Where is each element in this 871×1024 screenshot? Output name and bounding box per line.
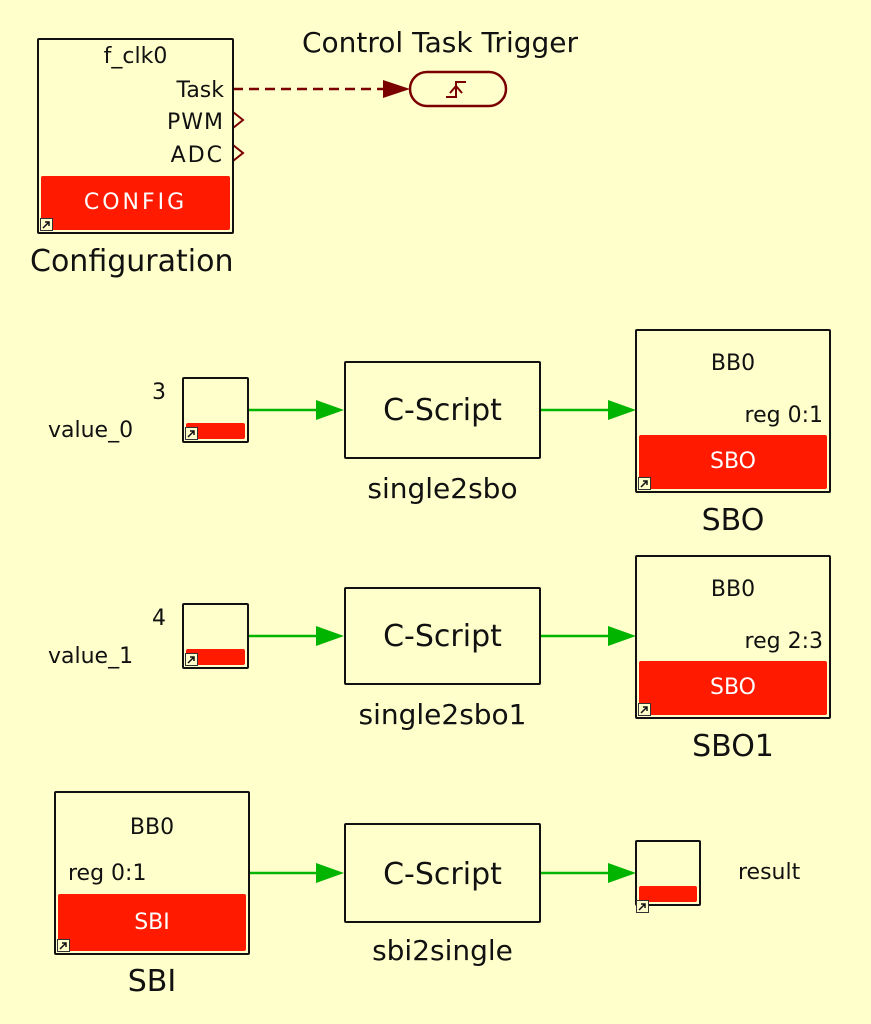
script-type: C-Script: [383, 857, 502, 892]
arrowhead: [316, 863, 344, 883]
sbo1-name: SBO1: [692, 729, 774, 764]
pwm-port-icon: [232, 111, 245, 129]
reg-label: reg 0:1: [744, 403, 823, 428]
single2sbo-name: single2sbo: [367, 472, 518, 505]
single2sbo-script-block[interactable]: C-Script: [344, 361, 541, 459]
sbo1-block[interactable]: BB0 reg 2:3 SBO: [635, 555, 831, 719]
link-icon: [638, 703, 651, 716]
value0-source-block[interactable]: [182, 377, 249, 443]
value-bar: [639, 886, 697, 902]
result-name: result: [738, 860, 801, 885]
link-icon: [636, 900, 649, 913]
link-icon: [185, 653, 198, 666]
port-task: Task: [176, 78, 224, 103]
sbi-type-bar: SBI: [58, 894, 246, 951]
arrowhead: [316, 626, 344, 646]
adc-port-icon: [232, 144, 245, 162]
rising-edge-icon: [446, 81, 466, 98]
link-icon: [638, 477, 651, 490]
arrowhead: [608, 626, 636, 646]
sbi-block[interactable]: BB0 reg 0:1 SBI: [54, 791, 250, 955]
trigger-arrowhead: [383, 80, 410, 98]
bus-label: BB0: [710, 577, 756, 602]
port-adc: ADC: [170, 143, 224, 168]
sbo-type-bar: SBO: [639, 435, 827, 489]
reg-label: reg 0:1: [68, 861, 147, 886]
script-type: C-Script: [383, 619, 502, 654]
single2sbo1-name: single2sbo1: [358, 698, 527, 731]
config-block[interactable]: f_clk0 Task PWM ADC CONFIG: [37, 38, 234, 234]
config-type-bar: CONFIG: [41, 176, 230, 230]
value-bar: [186, 423, 245, 439]
port-pwm: PWM: [166, 110, 224, 135]
sbi-name: SBI: [127, 964, 177, 999]
link-icon: [40, 218, 53, 231]
trigger-label: Control Task Trigger: [302, 26, 579, 59]
value1-source-block[interactable]: [182, 603, 249, 669]
arrowhead: [608, 863, 636, 883]
link-icon: [57, 939, 70, 952]
config-name: Configuration: [30, 244, 234, 279]
reg-label: reg 2:3: [744, 629, 823, 654]
sbi2single-script-block[interactable]: C-Script: [344, 823, 541, 923]
sbi2single-name: sbi2single: [372, 934, 513, 967]
value0-value: 3: [152, 380, 166, 405]
value0-name: value_0: [48, 418, 134, 443]
single2sbo1-script-block[interactable]: C-Script: [344, 587, 541, 685]
clock-label: f_clk0: [103, 44, 168, 69]
link-icon: [185, 427, 198, 440]
sbo-block[interactable]: BB0 reg 0:1 SBO: [635, 329, 831, 493]
bus-label: BB0: [710, 351, 756, 376]
arrowhead: [608, 400, 636, 420]
sbo-name: SBO: [701, 503, 765, 538]
script-type: C-Script: [383, 393, 502, 428]
arrowhead: [316, 400, 344, 420]
value1-name: value_1: [48, 644, 134, 669]
rising-edge-arrow-icon: [449, 84, 463, 94]
result-sink-block[interactable]: [635, 840, 701, 906]
value1-value: 4: [152, 606, 166, 631]
value-bar: [186, 649, 245, 665]
bus-label: BB0: [129, 815, 175, 840]
trigger-pill: [408, 70, 508, 108]
sbo1-type-bar: SBO: [639, 661, 827, 715]
